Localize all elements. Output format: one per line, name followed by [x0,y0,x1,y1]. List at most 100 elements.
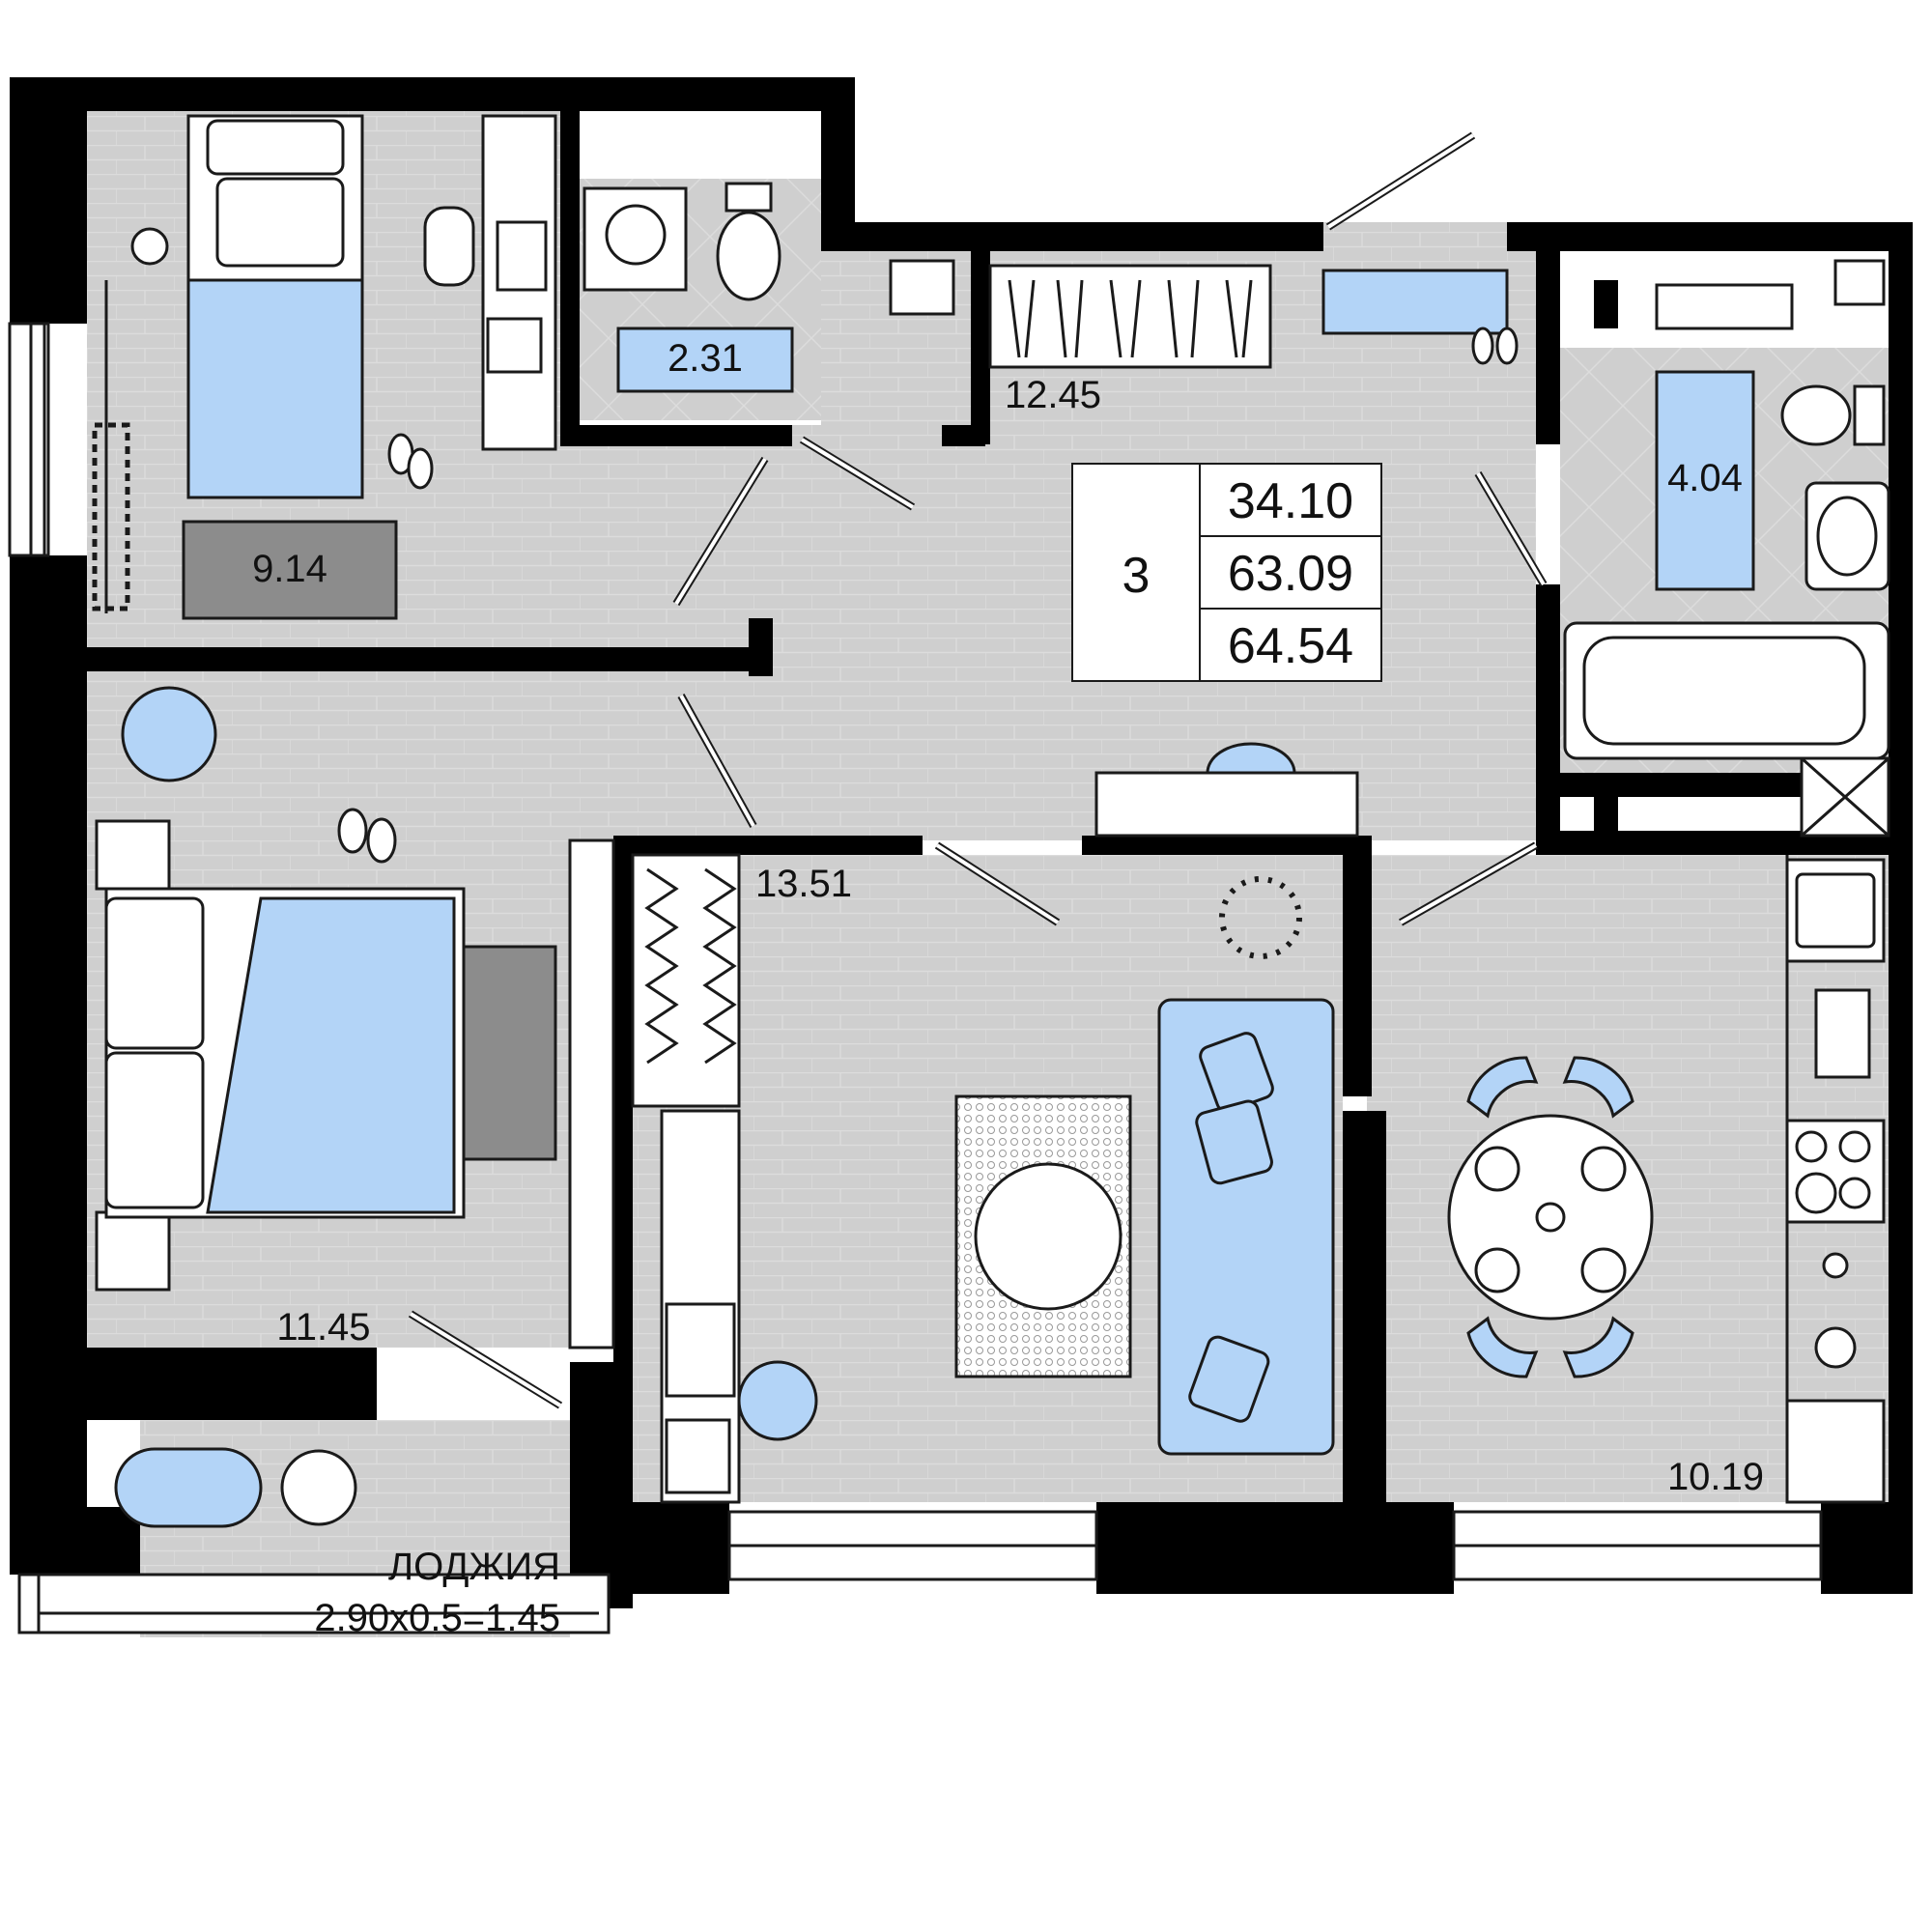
rug-small [182,520,398,620]
laptop [496,220,548,292]
wall-top-left [10,77,855,111]
pillow-2 [215,177,345,268]
furniture-kitchen [1447,855,1886,1504]
furniture-hallway [988,264,1519,838]
room-area-bedroom: 11.45 [276,1306,370,1349]
room-area-hallway: 12.45 [1005,374,1101,416]
books [486,317,543,374]
total-area: 63.09 [1228,546,1353,602]
wall-bottom-3 [1821,1502,1913,1594]
wall-living-top-left [613,836,923,855]
pouf-hall [1206,742,1296,775]
wall-living-left [613,836,633,1608]
wall-loggia-top [87,1348,377,1420]
wall-loggia-left [10,1507,140,1575]
wall-living-top-right [1082,836,1372,855]
bath-mat [1655,370,1755,591]
desk-chair [423,206,475,287]
floor-lamp [130,227,169,266]
bath-mat-small [616,327,794,393]
wall-living-right-upper [1343,836,1372,1096]
wall-bath2-left-upper [1536,251,1560,444]
wall-bath2-left-lower [1536,584,1560,855]
fridge [1785,1399,1886,1504]
wall-right [1889,222,1913,1594]
wall-left-upper [10,77,87,324]
bed-pillow-2 [104,1051,205,1209]
wall-top-hall [821,222,1323,251]
room-area-kitchen: 10.19 [1667,1456,1764,1498]
furniture-bathroom-small [582,182,955,393]
vent-box [1833,259,1886,306]
furniture-bathroom [1563,259,1890,838]
room-area-bathroom: 4.04 [1667,457,1743,499]
slipper-2 [407,447,434,490]
window-loggia [17,1573,611,1634]
living-area: 34.10 [1228,473,1353,529]
furniture-bedroom-small [92,114,557,620]
doors [408,131,1548,1409]
room-area-living-room: 13.51 [755,863,852,905]
toilet [716,211,781,301]
coffee-table [974,1162,1122,1311]
wall-stub [749,618,773,676]
wardrobe-bedroom [568,838,615,1350]
sink [889,259,955,316]
wardrobe-hall [988,264,1272,369]
wardrobe-living [631,853,741,1108]
floor-hallway-left [560,425,850,840]
room-area-bedroom-small: 9.14 [252,548,327,590]
plate [1474,1146,1520,1192]
walls [10,77,1913,1608]
wall-top-right [1507,222,1913,251]
furniture-loggia [114,1447,357,1528]
chair-3 [1466,1316,1539,1378]
furniture-bedroom [95,686,615,1350]
console-table [1094,771,1359,838]
rug-bedroom [462,945,557,1161]
wall-vent [1594,280,1618,328]
wall-bath-right [971,251,990,444]
chair-2 [1562,1056,1634,1119]
plant [1219,876,1302,959]
toilet-2 [1780,384,1852,446]
nightstand-2 [95,1210,171,1292]
bed-pillow [104,896,205,1050]
wall-bedrooms [87,647,763,671]
total-area-with-loggia: 64.54 [1228,618,1353,674]
furniture-living-room [631,853,1335,1504]
wall-top-notch [821,77,855,227]
spice [1822,1252,1849,1279]
bed-duvet [206,896,456,1214]
board-game [665,1302,736,1398]
armchair-loggia [114,1447,263,1528]
wall-bath-bottom [560,425,792,446]
pot [1814,1326,1857,1369]
rooms-count: 3 [1122,548,1151,604]
wall-vent-2 [1594,782,1618,840]
radiator [92,422,130,611]
entrance-mat [1321,269,1509,335]
loggia-table [280,1449,357,1526]
loggia-title: ЛОДЖИЯ [388,1546,560,1588]
wall-bottom-1 [613,1502,729,1594]
wall-left-lower [10,555,87,1570]
pouf-living [737,1360,818,1441]
magazines [665,1418,731,1494]
wall-bottom-2 [1096,1502,1454,1594]
wall-loggia-right [570,1362,613,1608]
chair-1 [1466,1056,1539,1119]
slippers-bedroom [337,808,368,854]
tray [1814,988,1871,1079]
room-area-bathroom-small: 2.31 [668,337,743,380]
shoes [1471,327,1494,365]
bed-blanket [186,278,364,499]
pillow [206,119,345,176]
nightstand [95,819,171,891]
room-labels: 9.14 2.31 12.45 4.04 11.45 13.51 10.19 Л… [252,337,1764,1639]
summary-frame [1071,463,1382,682]
wall-bath-left [560,111,580,444]
loggia-dimensions: 2.90x0.5=1.45 [314,1597,560,1639]
windows [8,322,1823,1634]
